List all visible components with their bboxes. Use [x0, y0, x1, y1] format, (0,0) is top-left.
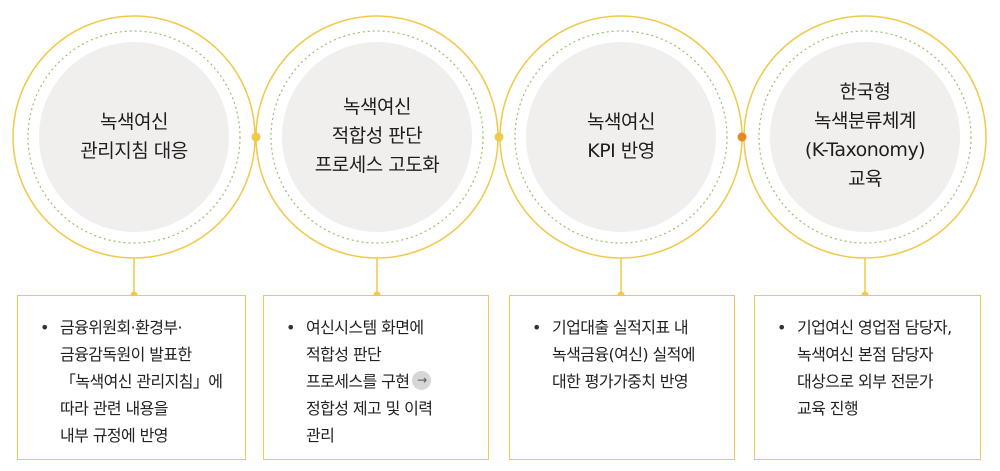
step-2-title-line: 프로세스 고도화: [314, 154, 440, 176]
step-1-title-line: 관리지침 대응: [80, 140, 188, 162]
description-line: 금융위원회·환경부·: [60, 318, 183, 337]
step-4-circle: [743, 15, 987, 259]
connector-dot-3: [737, 132, 747, 142]
description-line: 기업여신 영업점 담당자,: [797, 318, 952, 337]
description-line: 금융감독원이 발표한: [60, 345, 192, 364]
description-line: 기업대출 실적지표 내: [552, 318, 689, 337]
step-3-circle: [499, 15, 743, 259]
description-line: 대상으로 외부 전문가: [797, 372, 934, 391]
description-line-text: 프로세스를 구현: [306, 372, 410, 391]
step-2-title: 녹색여신 적합성 판단 프로세스 고도화: [292, 93, 462, 180]
step-4-stem: [861, 258, 869, 299]
step-2-title-line: 녹색여신: [343, 96, 411, 118]
step-4-title-line: 교육: [848, 168, 882, 190]
description-line: 녹색여신 본점 담당자: [797, 345, 934, 364]
description-line: 대한 평가가중치 반영: [552, 372, 689, 391]
inner-disc: [526, 42, 716, 232]
step-2-circle: [255, 15, 499, 259]
connector-dot-2: [494, 132, 504, 142]
step-4-title-line: (K-Taxonomy): [804, 139, 926, 161]
step-1-title: 녹색여신 관리지침 대응: [49, 108, 219, 166]
description-line: 관리: [306, 426, 335, 445]
inner-disc: [282, 42, 472, 232]
inner-disc: [39, 42, 229, 232]
step-3-description-box: 기업대출 실적지표 내 녹색금융(여신) 실적에 대한 평가가중치 반영: [509, 295, 735, 460]
step-3-title-line: 녹색여신: [587, 111, 655, 133]
description-item: 금융위원회·환경부· 금융감독원이 발표한 「녹색여신 관리지침」에 따라 관련…: [38, 314, 235, 449]
step-1-description-box: 금융위원회·환경부· 금융감독원이 발표한 「녹색여신 관리지침」에 따라 관련…: [17, 295, 246, 460]
step-2-description-box: 여신시스템 화면에 적합성 판단 프로세스를 구현→ 정합성 제고 및 이력 관…: [263, 295, 489, 460]
step-3-title-line: KPI 반영: [587, 140, 655, 162]
description-line: 내부 규정에 반영: [60, 426, 168, 445]
step-1-stem: [130, 258, 138, 299]
step-2-stem: [373, 258, 381, 299]
description-item: 여신시스템 화면에 적합성 판단 프로세스를 구현→ 정합성 제고 및 이력 관…: [284, 314, 478, 449]
step-1-circle: [12, 15, 256, 259]
step-3-stem: [617, 258, 625, 299]
step-2-title-line: 적합성 판단: [331, 125, 423, 147]
step-4-title-line: 녹색분류체계: [814, 110, 916, 132]
description-list: 금융위원회·환경부· 금융감독원이 발표한 「녹색여신 관리지침」에 따라 관련…: [38, 314, 235, 449]
description-line: 「녹색여신 관리지침」에: [60, 372, 223, 391]
description-line: 교육 진행: [797, 399, 859, 418]
step-4-description-box: 기업여신 영업점 담당자, 녹색여신 본점 담당자 대상으로 외부 전문가 교육…: [754, 295, 981, 460]
description-line: 정합성 제고 및 이력: [306, 399, 433, 418]
step-4-title: 한국형 녹색분류체계 (K-Taxonomy) 교육: [780, 78, 950, 194]
step-3-title: 녹색여신 KPI 반영: [536, 108, 706, 166]
right-arrow-icon: →: [412, 371, 432, 390]
description-item: 기업대출 실적지표 내 녹색금융(여신) 실적에 대한 평가가중치 반영: [530, 314, 724, 395]
description-line: 여신시스템 화면에: [306, 318, 424, 337]
step-4-title-line: 한국형: [839, 81, 891, 103]
description-line: 적합성 판단: [306, 345, 382, 364]
description-line: 따라 관련 내용을: [60, 399, 168, 418]
description-list: 기업여신 영업점 담당자, 녹색여신 본점 담당자 대상으로 외부 전문가 교육…: [775, 314, 970, 422]
description-list: 여신시스템 화면에 적합성 판단 프로세스를 구현→ 정합성 제고 및 이력 관…: [284, 314, 478, 449]
description-line: 녹색금융(여신) 실적에: [552, 345, 695, 364]
description-list: 기업대출 실적지표 내 녹색금융(여신) 실적에 대한 평가가중치 반영: [530, 314, 724, 395]
connector-dot-1: [251, 132, 261, 142]
description-line: 프로세스를 구현→: [306, 368, 478, 395]
inner-disc: [770, 42, 960, 232]
description-item: 기업여신 영업점 담당자, 녹색여신 본점 담당자 대상으로 외부 전문가 교육…: [775, 314, 970, 422]
step-1-title-line: 녹색여신: [100, 111, 168, 133]
